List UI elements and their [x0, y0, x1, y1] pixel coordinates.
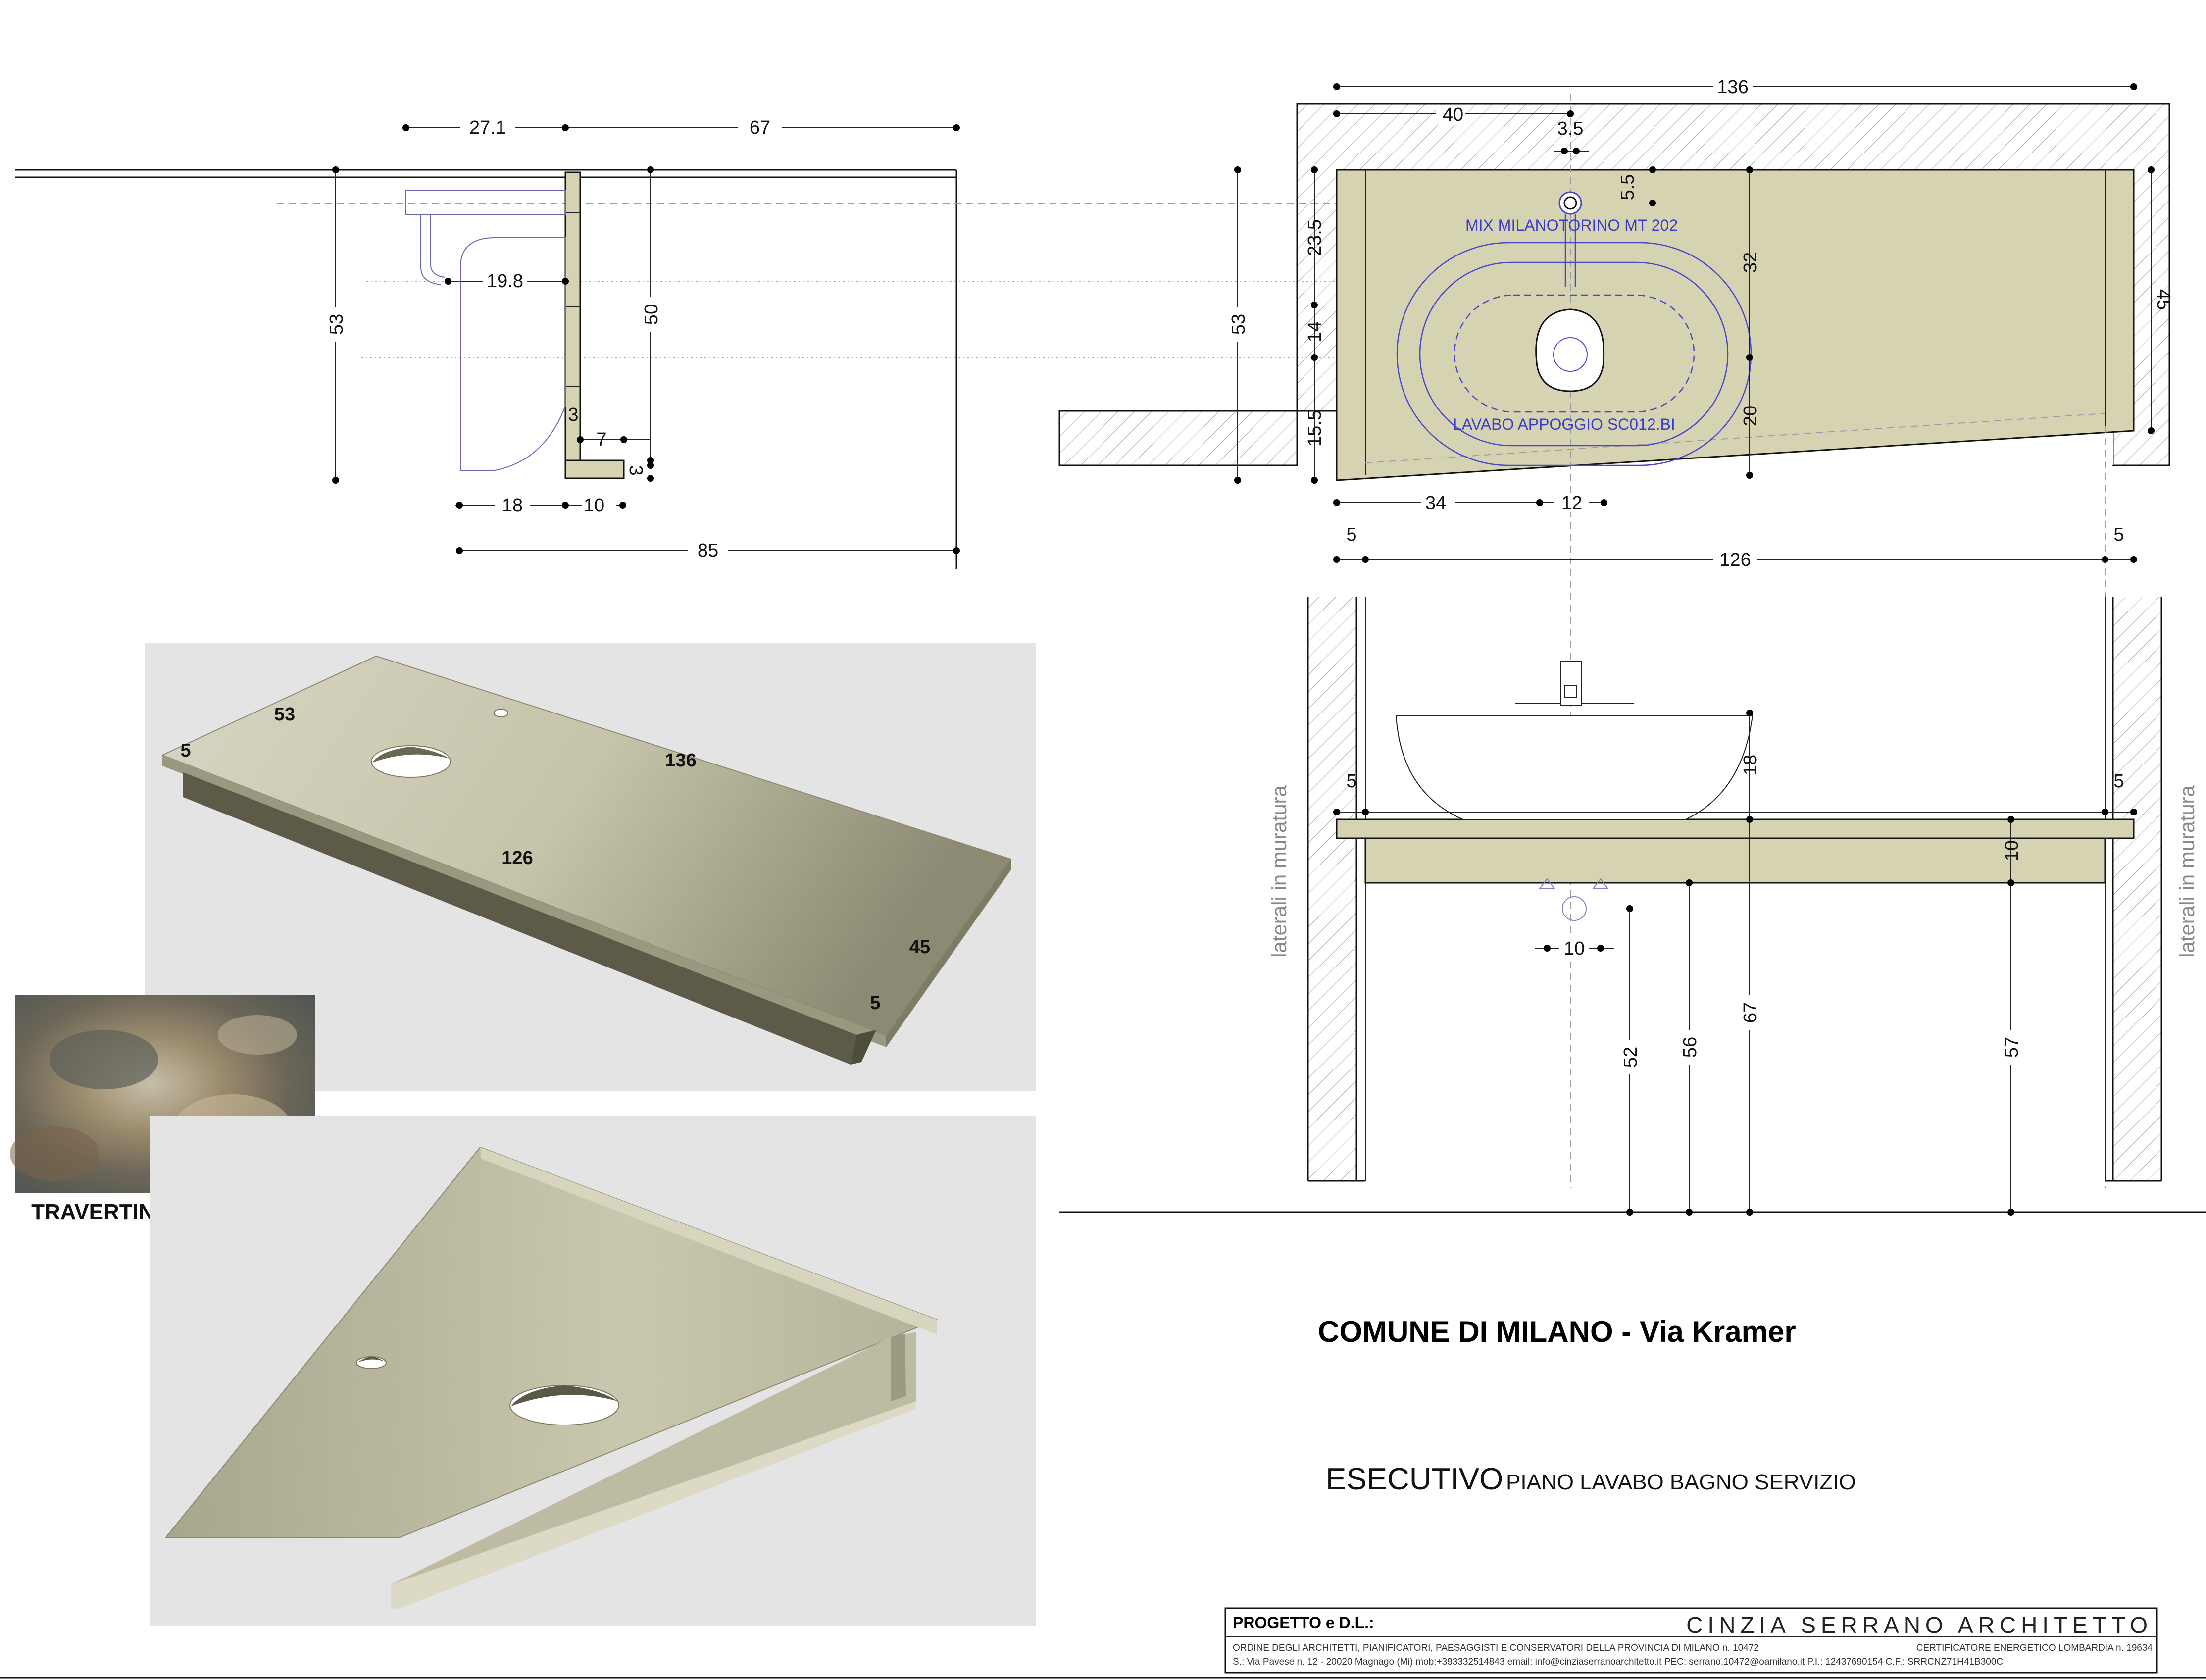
elev-dim-56: 56	[1680, 1037, 1701, 1058]
elev-dim-67: 67	[1740, 1002, 1761, 1023]
title-block: PROGETTO e D.L.: CINZIA SERRANO ARCHITET…	[1224, 1607, 2158, 1674]
project-titles: COMUNE DI MILANO - Via Kramer ESECUTIVO …	[1318, 1315, 1856, 1496]
title-block-contacts: S.: Via Pavese n. 12 - 20020 Magnago (Mi…	[1233, 1657, 2003, 1667]
plan-view: MIX MILANOTORINO MT 202 LAVABO APPOGGIO …	[1058, 77, 2174, 1188]
dim-5-left: 5	[1346, 524, 1356, 545]
dim-45: 45	[2153, 289, 2174, 310]
dim-12: 12	[1561, 493, 1582, 513]
wall-label-right: laterali in muratura	[2175, 785, 2199, 957]
dim-136: 136	[1717, 77, 1748, 98]
dim-20: 20	[1740, 406, 1761, 426]
iso-dim-5-a: 5	[180, 740, 191, 761]
dim-7: 7	[596, 429, 606, 450]
iso-dim-136: 136	[665, 750, 696, 771]
phase-detail: PIANO LAVABO BAGNO SERVIZIO	[1506, 1470, 1856, 1494]
dim-3-5: 3.5	[1557, 118, 1584, 139]
dim-23-5: 23.5	[1304, 219, 1325, 256]
elev-dim-52: 52	[1620, 1047, 1641, 1068]
elev-dim-5-right: 5	[2113, 771, 2124, 792]
dim-5-right: 5	[2113, 524, 2124, 545]
dim-18: 18	[502, 495, 523, 516]
dim-53-side: 53	[326, 314, 347, 335]
dim-19-8: 19.8	[487, 271, 523, 292]
dim-85: 85	[698, 540, 718, 561]
dim-126: 126	[1719, 550, 1751, 570]
basin-label: LAVABO APPOGGIO SC012.BI	[1453, 415, 1675, 433]
phase-label: ESECUTIVO	[1326, 1462, 1503, 1496]
dim-10-side: 10	[584, 495, 604, 516]
title-block-cert: CERTIFICATORE ENERGETICO LOMBARDIA n. 19…	[1916, 1643, 2153, 1653]
dim-67: 67	[750, 117, 770, 138]
firm-name: CINZIA SERRANO ARCHITETTO	[1686, 1612, 2153, 1638]
dim-5-5: 5.5	[1617, 174, 1638, 201]
iso-dim-5-b: 5	[870, 993, 880, 1014]
dim-34: 34	[1425, 493, 1446, 513]
front-elevation-view: laterali in muratura laterali in muratur…	[1059, 597, 2206, 1216]
dim-53-plan: 53	[1228, 314, 1249, 335]
dim-40: 40	[1443, 104, 1463, 125]
dim-15-5: 15.5	[1304, 410, 1325, 447]
wall-label-left: laterali in muratura	[1267, 785, 1291, 957]
mixer-label: MIX MILANOTORINO MT 202	[1465, 216, 1678, 234]
iso-dim-45: 45	[909, 937, 930, 958]
elev-dim-5-left: 5	[1346, 771, 1356, 792]
side-section-view: 27.1 67 53 50 19.8 3 7 3 18 10 85	[15, 117, 1347, 569]
dim-32: 32	[1740, 252, 1761, 273]
dim-14: 14	[1304, 321, 1325, 342]
dim-3-wall: 3	[568, 405, 578, 425]
dim-27-1: 27.1	[469, 117, 506, 138]
elev-dim-10-slab: 10	[2002, 840, 2022, 861]
dim-50: 50	[641, 304, 662, 325]
project-title: COMUNE DI MILANO - Via Kramer	[1318, 1315, 1796, 1348]
iso-dim-126: 126	[501, 848, 533, 868]
isometric-view-bottom	[150, 1116, 1036, 1626]
elev-dim-10-traps: 10	[1564, 938, 1585, 959]
elev-dim-57: 57	[2002, 1037, 2022, 1058]
elev-dim-18: 18	[1740, 755, 1761, 775]
title-block-order: ORDINE DEGLI ARCHITETTI, PIANIFICATORI, …	[1233, 1643, 1759, 1653]
title-block-label: PROGETTO e D.L.:	[1233, 1614, 1374, 1631]
iso-dim-53: 53	[274, 704, 295, 725]
dim-3-lip: 3	[625, 465, 646, 475]
